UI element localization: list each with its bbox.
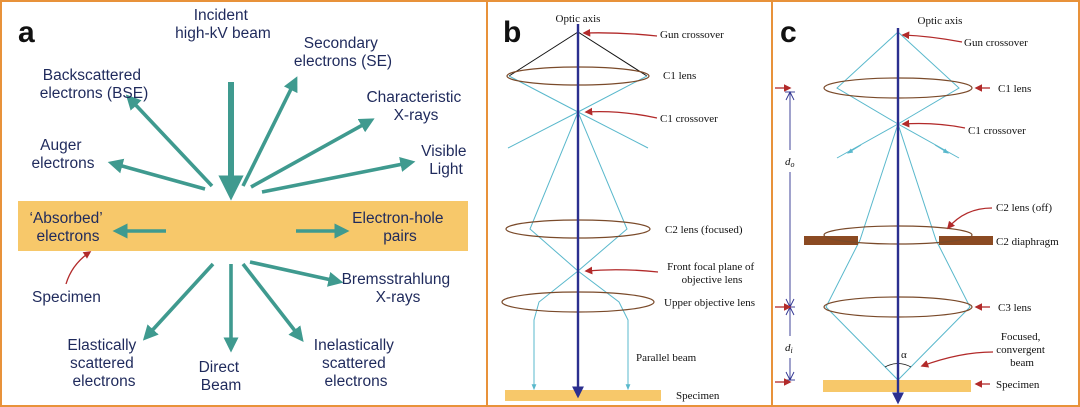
bse-arrow [125, 94, 214, 188]
label-optic-axis-b: Optic axis [556, 13, 601, 25]
light-arrow [261, 157, 416, 194]
label-c3-lens-c: C3 lens [998, 302, 1031, 314]
label-parallel-beam-b: Parallel beam [636, 352, 697, 364]
pointer-gun-crossover-b [582, 28, 658, 37]
label-c1-crossover-c: C1 crossover [968, 125, 1026, 137]
ray-c3-right-c [897, 123, 971, 381]
ray-gun-left [508, 31, 579, 77]
pointer-focused-c [920, 351, 994, 368]
auger-arrow [107, 158, 206, 191]
panel-b: b Optic axis Gun crossover C1 lens C1 cr… [501, 13, 757, 402]
label-elastic: Elastically scattered electrons [67, 337, 140, 390]
d-i-label-bg [783, 336, 799, 358]
panel-b-letter: b [503, 16, 521, 49]
inelastic-arrow [241, 262, 304, 342]
pointer-c1-crossover-c [901, 119, 966, 129]
panel-a-letter: a [18, 16, 35, 49]
label-visible: Visible Light [421, 143, 471, 178]
panel-c: c [775, 15, 1059, 405]
label-specimen-b: Specimen [676, 390, 720, 402]
c2-diaphragm-right [939, 236, 993, 245]
label-d-o: do [785, 156, 795, 169]
xray-arrow [250, 118, 375, 189]
label-bremsstrahlung: Bremsstrahlung X-rays [342, 271, 455, 306]
label-upper-objective-b: Upper objective lens [664, 297, 755, 309]
ray-gun-right [577, 31, 648, 77]
ray-c1-left-arrow-c [934, 144, 950, 154]
label-optic-axis-c: Optic axis [918, 15, 963, 27]
label-c2-lens-b: C2 lens (focused) [665, 224, 743, 236]
label-front-focal-b: Front focal plane of objective lens [667, 261, 757, 286]
label-c1-lens-c: C1 lens [998, 83, 1031, 95]
panel-c-letter: c [780, 16, 797, 49]
label-backscattered: Backscattered electrons (BSE) [40, 67, 149, 102]
label-specimen-c: Specimen [996, 379, 1040, 391]
bremsstrahlung-arrow [249, 260, 344, 287]
dim-arrow-top [785, 90, 795, 101]
label-inelastic: Inelastically scattered electrons [314, 337, 398, 390]
ray-c1-right-c [836, 31, 960, 159]
label-d-i: di [785, 342, 793, 355]
label-c1-crossover-b: C1 crossover [660, 113, 718, 125]
label-c2-diaphragm-c: C2 diaphragm [996, 236, 1059, 248]
label-absorbed: ‘Absorbed’ electrons [30, 210, 107, 245]
specimen-pointer [65, 251, 92, 285]
ray-c3-left-c [825, 123, 899, 381]
elastic-arrow [142, 262, 215, 341]
ray-c1-right-arrow-c [846, 144, 862, 154]
specimen-b [505, 390, 661, 401]
ray-c2-right [577, 111, 629, 388]
d-o-label-bg [783, 150, 799, 172]
pointer-front-focal-b [584, 266, 659, 275]
label-c2-lens-c: C2 lens (off) [996, 202, 1052, 214]
pointer-gun-crossover-c [901, 31, 963, 43]
label-gun-crossover-c: Gun crossover [964, 37, 1028, 49]
pointer-c2-lens-c [946, 207, 993, 230]
c2-diaphragm-left [804, 236, 858, 245]
ray-c1-left-c [836, 31, 960, 159]
label-specimen: Specimen [32, 289, 101, 306]
label-characteristic: Characteristic X-rays [366, 89, 465, 124]
label-gun-crossover-b: Gun crossover [660, 29, 724, 41]
ray-c2-left [529, 111, 579, 388]
se-arrow [241, 76, 298, 187]
label-alpha: α [901, 349, 907, 361]
label-c1-lens-b: C1 lens [663, 70, 696, 82]
label-electron-hole: Electron-hole pairs [352, 210, 448, 245]
label-auger: Auger electrons [32, 137, 95, 172]
pointer-c1-crossover-b [584, 107, 658, 119]
label-secondary: Secondary electrons (SE) [294, 35, 392, 70]
specimen-band [18, 201, 468, 251]
label-direct: Direct Beam [199, 359, 244, 394]
label-incident: Incident high-kV beam [175, 7, 271, 42]
label-focused-c: Focused, convergent beam [996, 331, 1047, 369]
panel-a: a Incident high-kV beam [18, 7, 471, 394]
